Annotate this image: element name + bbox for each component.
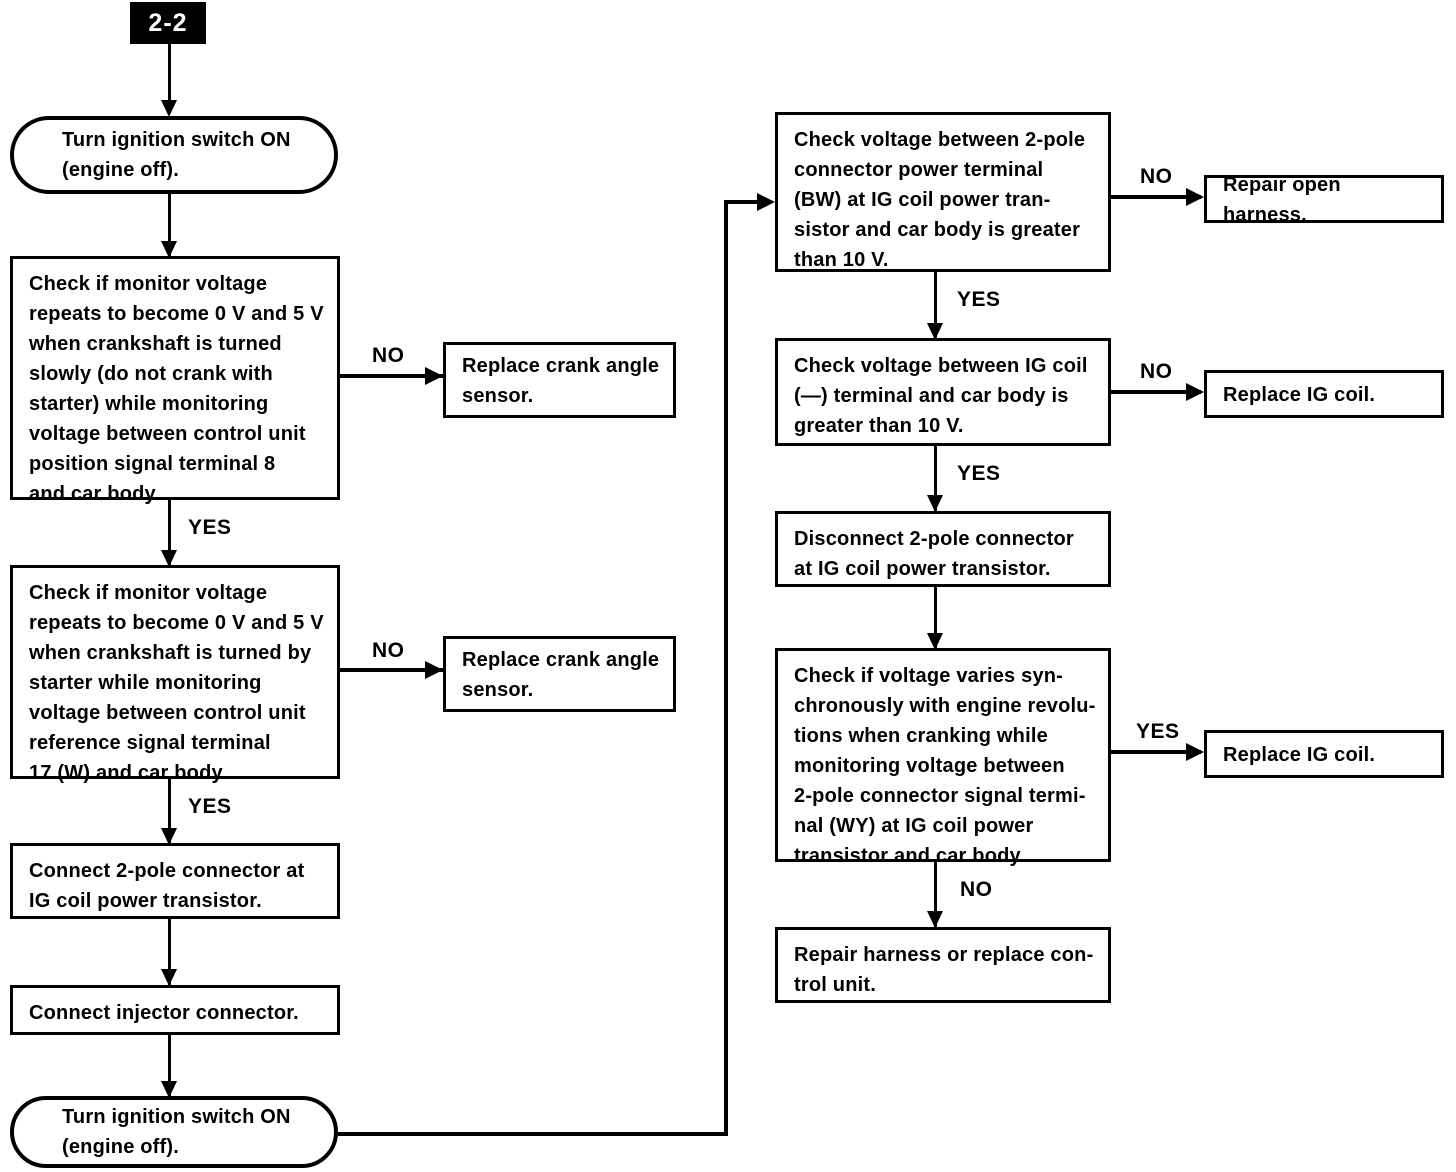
node-repair-harness-control-unit: Repair harness or replace con- trol unit… — [775, 927, 1111, 1003]
connector-igcoil-no — [1111, 390, 1201, 394]
arrow-igcoil-no — [1186, 383, 1204, 401]
branch-label-position-no: NO — [372, 344, 405, 367]
node-check-reference-signal: Check if monitor voltage repeats to beco… — [10, 565, 340, 784]
arrow-reference-yes — [161, 828, 177, 845]
node-replace-crank-sensor-2: Replace crank angle sensor. — [443, 636, 676, 712]
arrow-start-to-check-position — [161, 241, 177, 258]
node-check-position-signal: Check if monitor voltage repeats to beco… — [10, 256, 340, 505]
connector-start-to-check-position — [168, 194, 171, 258]
connector-reference-no — [340, 668, 443, 672]
node-connect-injector: Connect injector connector. — [10, 985, 340, 1035]
node-replace-ig-coil-2: Replace IG coil. — [1204, 730, 1444, 778]
arrow-sync-no — [927, 911, 943, 928]
connector-wrap-vertical — [724, 200, 728, 1136]
node-end-terminator: Turn ignition switch ON (engine off). — [10, 1096, 338, 1168]
page-tag-2-2: 2-2 — [130, 2, 206, 44]
arrow-tag-to-start — [161, 100, 177, 117]
branch-label-power-yes: YES — [957, 288, 1001, 311]
node-check-power-terminal: Check voltage between 2-pole connector p… — [775, 112, 1111, 272]
connector-igcoil-yes — [934, 446, 937, 512]
node-connect-2pole: Connect 2-pole connector at IG coil powe… — [10, 843, 340, 919]
connector-connect2pole-to-injector — [168, 919, 171, 986]
branch-label-reference-yes: YES — [188, 795, 232, 818]
node-replace-ig-coil-1: Replace IG coil. — [1204, 370, 1444, 418]
arrow-injector-to-end — [161, 1081, 177, 1098]
connector-sync-yes — [1111, 750, 1201, 754]
connector-wrap-horizontal-top — [724, 200, 763, 204]
node-start-terminator: Turn ignition switch ON (engine off). — [10, 116, 338, 194]
branch-label-power-no: NO — [1140, 165, 1173, 188]
arrow-position-no — [425, 367, 443, 385]
branch-label-igcoil-no: NO — [1140, 360, 1173, 383]
arrow-sync-yes — [1186, 743, 1204, 761]
branch-label-igcoil-yes: YES — [957, 462, 1001, 485]
branch-label-reference-no: NO — [372, 639, 405, 662]
arrow-disconnect-to-sync — [927, 633, 943, 650]
node-repair-open-harness: Repair open harness. — [1204, 174, 1444, 226]
node-check-ig-coil-minus: Check voltage between IG coil (—) termin… — [775, 338, 1111, 446]
connector-power-no — [1111, 195, 1201, 199]
arrow-reference-no — [425, 661, 443, 679]
arrow-wrap-to-power-terminal — [757, 193, 775, 211]
arrow-igcoil-yes — [927, 495, 943, 512]
connector-tag-to-start — [168, 44, 171, 108]
node-replace-crank-sensor-1: Replace crank angle sensor. — [443, 342, 676, 418]
arrow-power-no — [1186, 188, 1204, 206]
connector-wrap-horizontal-bottom — [338, 1132, 728, 1136]
connector-sync-no — [934, 862, 937, 928]
connector-position-yes — [168, 500, 171, 567]
connector-position-no — [340, 374, 443, 378]
node-disconnect-2pole: Disconnect 2-pole connector at IG coil p… — [775, 511, 1111, 587]
arrow-position-yes — [161, 550, 177, 567]
connector-disconnect-to-sync — [934, 587, 937, 649]
connector-injector-to-end — [168, 1035, 171, 1100]
branch-label-position-yes: YES — [188, 516, 232, 539]
node-check-signal-sync: Check if voltage varies syn- chronously … — [775, 648, 1111, 867]
connector-power-yes — [934, 272, 937, 340]
branch-label-sync-no: NO — [960, 878, 993, 901]
arrow-power-yes — [927, 323, 943, 340]
arrow-connect2pole-to-injector — [161, 969, 177, 986]
connector-reference-yes — [168, 779, 171, 845]
branch-label-sync-yes: YES — [1136, 720, 1180, 743]
